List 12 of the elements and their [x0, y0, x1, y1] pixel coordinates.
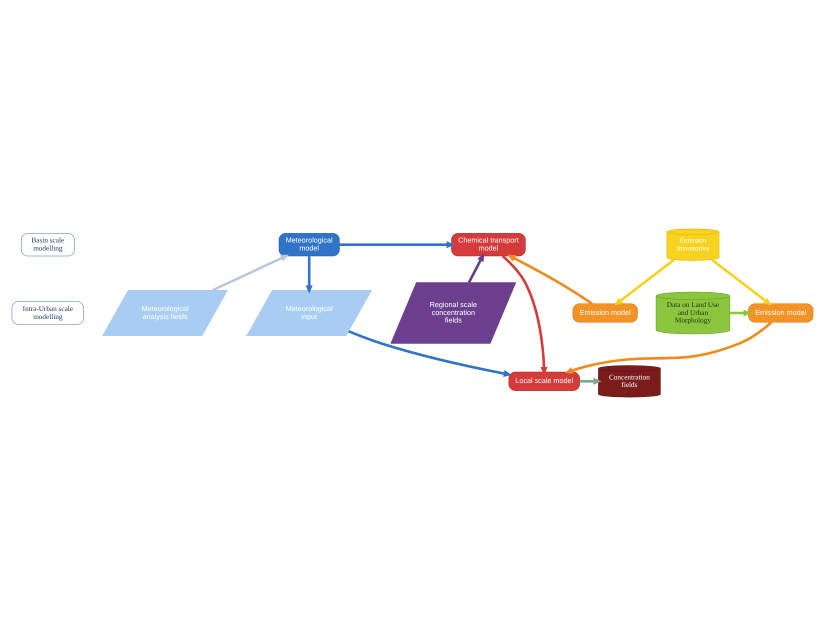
arrow	[306, 256, 313, 293]
arrow	[348, 330, 512, 376]
arrow	[339, 240, 455, 248]
arrow	[614, 258, 674, 305]
arrow	[711, 258, 772, 305]
arrow	[502, 254, 548, 375]
arrow	[212, 254, 289, 291]
arrow	[730, 308, 752, 316]
arrow	[580, 377, 602, 384]
arrow	[468, 252, 484, 283]
arrow	[564, 320, 772, 374]
arrow	[507, 254, 593, 304]
